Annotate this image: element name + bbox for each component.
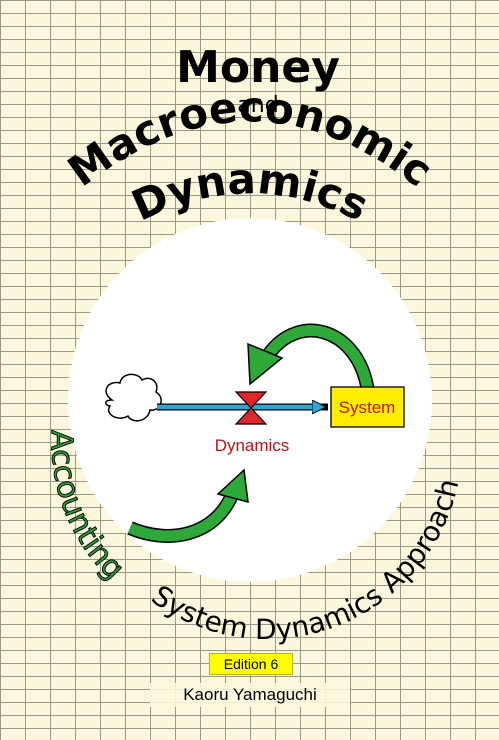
title-line1: Money [176, 42, 340, 93]
feedback-arrow-bottom [127, 468, 249, 543]
flow-label: Dynamics [215, 436, 290, 455]
author-name: Kaoru Yamaguchi [150, 683, 350, 707]
bowtie-valve-icon [234, 391, 268, 425]
feedback-arrow-top [247, 323, 375, 394]
edition-badge: Edition 6 [209, 653, 293, 675]
stock-box [330, 386, 405, 428]
stock-label: System [339, 398, 396, 417]
title-line2: and [237, 93, 278, 118]
